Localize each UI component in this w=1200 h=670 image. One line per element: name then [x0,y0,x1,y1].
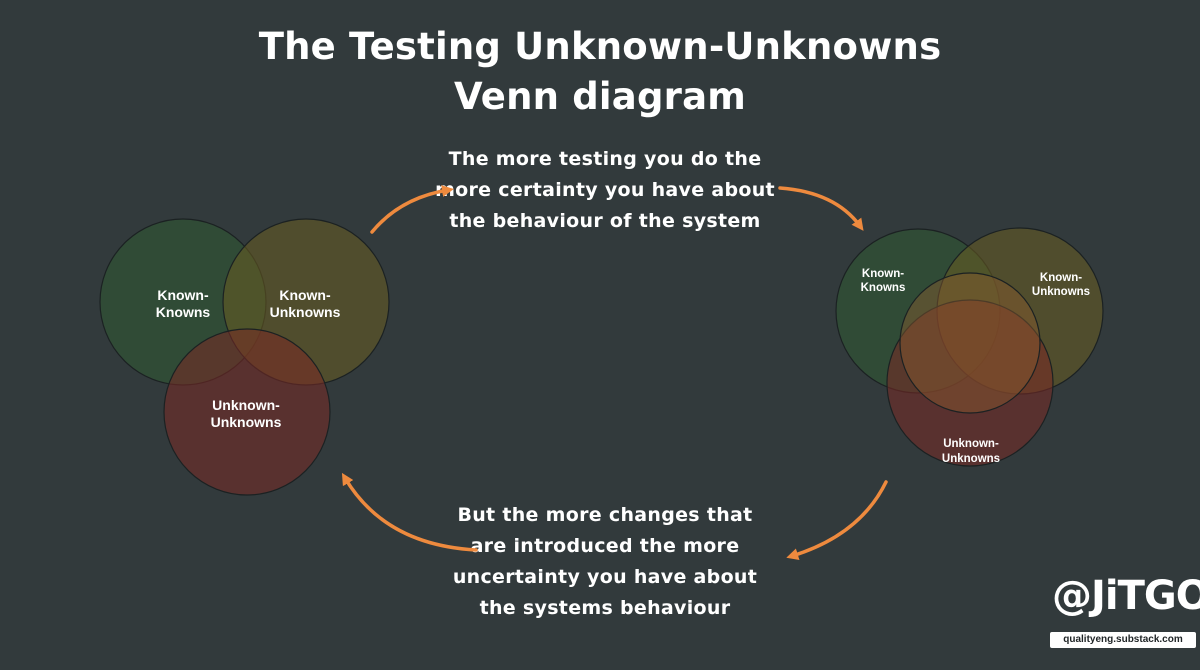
page-title: The Testing Unknown-Unknowns Venn diagra… [0,22,1200,122]
bottom-caption-line-4: the systems behaviour [479,597,731,619]
top-caption: The more testing you do the more certain… [420,144,790,237]
right-unknown-unknowns-circle [886,299,1054,467]
top-caption-line-1: The more testing you do the [448,148,762,170]
right-known-knowns-label-1: Known- [862,268,904,280]
arrow-right-to-bottom [786,480,888,560]
left-known-unknowns-label-1: Known- [279,287,331,303]
right-known-unknowns-label-1: Known- [1040,272,1082,284]
title-line-2: Venn diagram [453,75,747,118]
bottom-caption-line-2: are introduced the more [470,535,740,557]
arrow-left-to-top [370,185,454,234]
logo-url: qualityeng.substack.com [1050,632,1196,648]
right-venn: Known- Knowns Known- Unknowns Unknown- U… [835,227,1104,467]
bottom-caption: But the more changes that are introduced… [420,500,790,624]
right-unknown-unknowns-label-1: Unknown- [943,438,999,450]
brand-logo: @JiTGO qualityeng.substack.com [1034,552,1200,670]
left-unknown-unknowns-label-2: Unknowns [211,414,282,430]
top-caption-line-3: the behaviour of the system [449,210,761,232]
arrow-bottom-to-left [341,472,478,552]
arrow-top-to-right [778,186,864,231]
bottom-caption-line-1: But the more changes that [457,504,753,526]
top-caption-line-2: more certainty you have about [435,179,775,201]
left-known-knowns-label-1: Known- [157,287,209,303]
bottom-caption-line-3: uncertainty you have about [452,566,758,588]
right-known-unknowns-label-2: Unknowns [1032,286,1090,298]
title-line-1: The Testing Unknown-Unknowns [258,25,942,68]
right-unknown-unknowns-label-2: Unknowns [942,453,1000,465]
right-known-knowns-label-2: Knowns [861,282,906,294]
left-unknown-unknowns-label-1: Unknown- [212,397,280,413]
right-core-circle [899,272,1041,414]
left-unknown-unknowns-circle [163,328,331,496]
left-known-knowns-label-2: Knowns [156,304,211,320]
logo-handle: @JiTGO [1052,573,1200,619]
left-known-unknowns-label-2: Unknowns [270,304,341,320]
left-venn: Known- Knowns Known- Unknowns Unknown- U… [99,218,390,496]
